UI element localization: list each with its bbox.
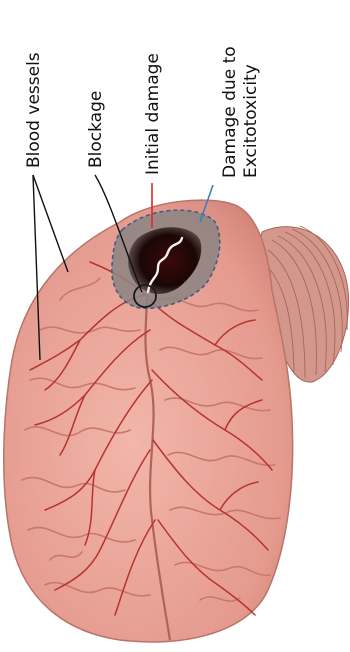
label-blood-vessels: Blood vessels [24,52,44,168]
blood-vessels-pointer-b [33,175,68,272]
label-blockage: Blockage [86,91,106,168]
label-damage-due-to: Damage due to [220,46,240,178]
label-excitotoxicity: Excitotoxicity [241,64,261,178]
label-initial-damage: Initial damage [143,53,163,175]
